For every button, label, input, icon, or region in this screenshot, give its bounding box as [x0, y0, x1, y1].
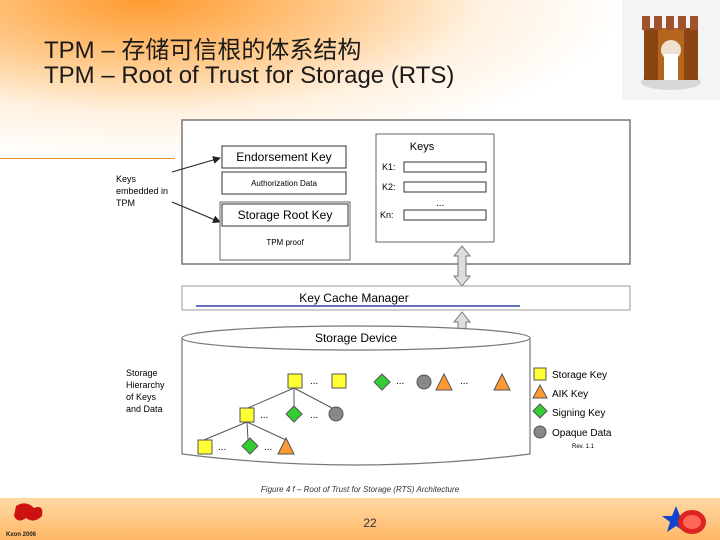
endorsement-key-label: Endorsement Key	[236, 150, 331, 164]
footer-bar	[0, 498, 720, 540]
key-slot-k2-label: K2:	[382, 182, 396, 192]
keys-embedded-label-3: TPM	[116, 198, 135, 208]
page-number: 22	[363, 516, 377, 530]
authorization-data-label: Authorization Data	[251, 179, 317, 188]
key-slot-kn-label: Kn:	[380, 210, 394, 220]
authorization-data-box	[221, 171, 347, 195]
castle-logo	[622, 0, 720, 100]
key-cache-manager-label: Key Cache Manager	[299, 291, 408, 305]
legend-aik-key-icon	[532, 383, 548, 399]
svg-text:Kxon 2006: Kxon 2006	[6, 532, 37, 538]
storage-device-top	[181, 325, 531, 351]
tree-signing-key	[285, 405, 303, 423]
svg-text:...: ...	[460, 376, 468, 387]
tree-aik-key	[435, 372, 453, 391]
slide-title-english: TPM – Root of Trust for Storage (RTS)	[44, 62, 455, 89]
key-slot-kn	[403, 209, 487, 221]
tree-signing-key	[241, 437, 259, 455]
star-badge-logo	[660, 500, 712, 540]
tree-storage-key	[197, 439, 213, 455]
kxon-logo: Kxon 2006	[4, 500, 54, 540]
storage-device-cylinder	[181, 338, 531, 466]
key-slot-k1-label: K1:	[382, 162, 396, 172]
svg-text:...: ...	[218, 442, 226, 453]
tpm-proof-label: TPM proof	[266, 238, 304, 247]
legend-signing-key-label: Signing Key	[552, 408, 605, 419]
svg-text:...: ...	[396, 376, 404, 387]
tree-storage-key	[239, 407, 255, 423]
figure-caption: Figure 4 f – Root of Trust for Storage (…	[261, 485, 460, 494]
arrow-to-srk	[171, 201, 221, 223]
legend-signing-key-icon	[532, 403, 548, 419]
storage-root-key-label: Storage Root Key	[238, 208, 333, 222]
tree-opaque-data	[416, 374, 432, 390]
tree-aik-key	[277, 436, 295, 455]
keys-embedded-label-1: Keys	[116, 174, 137, 184]
header-divider	[0, 158, 175, 159]
legend-opaque-data-label: Opaque Data	[552, 428, 612, 439]
key-slot-ellipsis: ...	[436, 198, 444, 209]
tree-opaque-data	[328, 406, 344, 422]
legend-aik-key-label: AIK Key	[552, 389, 588, 400]
svg-text:...: ...	[310, 376, 318, 387]
storage-hierarchy-label-2: Hierarchy	[126, 380, 165, 390]
svg-text:...: ...	[310, 410, 318, 421]
revision-label: Rev. 1.1	[572, 444, 595, 450]
legend-opaque-data-icon	[533, 425, 547, 439]
tree-storage-key	[287, 373, 303, 389]
endorsement-key-box	[221, 145, 347, 169]
keys-panel-title: Keys	[410, 141, 435, 153]
storage-root-key-box	[221, 203, 349, 227]
tree-aik-key	[493, 372, 511, 391]
key-slot-k1	[403, 161, 487, 173]
key-slot-k2	[403, 181, 487, 193]
storage-hierarchy-label-4: and Data	[126, 404, 163, 414]
legend-storage-key-icon	[533, 367, 547, 381]
keys-embedded-label-2: embedded in	[116, 186, 168, 196]
svg-text:...: ...	[260, 410, 268, 421]
tree-storage-key	[331, 373, 347, 389]
rts-architecture-diagram: Keys embedded in TPM Endorsement Key Aut…	[110, 112, 650, 500]
svg-text:...: ...	[264, 442, 272, 453]
tree-signing-key	[373, 373, 391, 391]
storage-hierarchy-label-1: Storage	[126, 368, 158, 378]
arrow-to-endorsement	[171, 156, 221, 173]
legend-storage-key-label: Storage Key	[552, 370, 607, 381]
storage-device-label: Storage Device	[315, 331, 397, 345]
storage-hierarchy-label-3: of Keys	[126, 392, 157, 402]
slide-title-chinese: TPM – 存储可信根的体系结构	[44, 37, 362, 64]
